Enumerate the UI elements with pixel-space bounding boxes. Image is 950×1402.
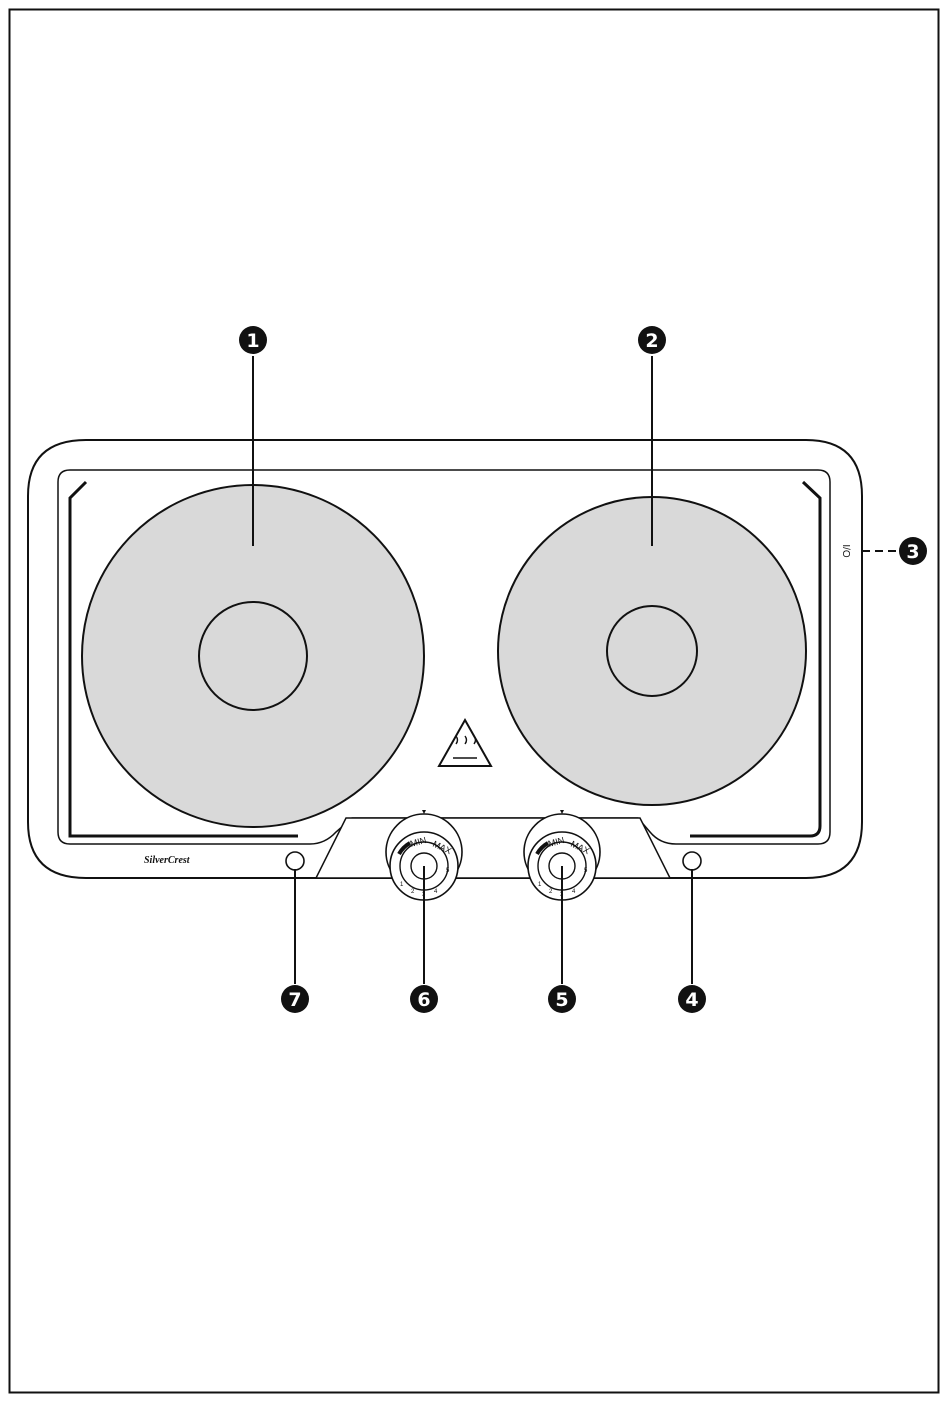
callout-7-number: 7: [288, 989, 301, 1011]
callout-1: 1: [239, 326, 267, 354]
callout-6: 6: [410, 985, 438, 1013]
brand-logo: SilverCrest: [144, 855, 191, 866]
callout-3-number: 3: [906, 541, 919, 563]
callout-1-number: 1: [246, 330, 259, 352]
callout-6-number: 6: [417, 989, 430, 1011]
callout-5: 5: [548, 985, 576, 1013]
callout-7: 7: [281, 985, 309, 1013]
indicator-light-left: [286, 852, 304, 870]
callout-4-number: 4: [685, 989, 698, 1011]
callout-2-number: 2: [645, 330, 658, 352]
power-switch-label: I/O: [840, 544, 851, 558]
control-panel: [316, 818, 670, 878]
callout-3: 3: [899, 537, 927, 565]
indicator-light-right: [683, 852, 701, 870]
callout-4: 4: [678, 985, 706, 1013]
callout-5-number: 5: [555, 989, 568, 1011]
callout-2: 2: [638, 326, 666, 354]
